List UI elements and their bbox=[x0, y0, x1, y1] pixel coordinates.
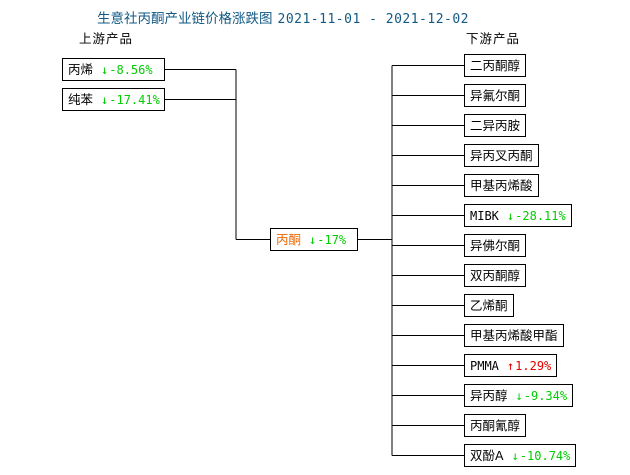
node-label: 二异丙胺 bbox=[470, 117, 521, 133]
title-main: 生意社丙酮产业链价格涨跌图 bbox=[97, 11, 273, 27]
downstream-node-6[interactable]: 异佛尔酮 bbox=[464, 234, 527, 257]
node-change-value: ↓-10.74% bbox=[511, 448, 571, 463]
downstream-node-10[interactable]: PMMA ↑1.29% bbox=[464, 354, 558, 377]
downstream-column-header: 下游产品 bbox=[466, 31, 521, 46]
arrow-down-icon: ↓ bbox=[101, 92, 109, 107]
node-change-value: ↓-9.34% bbox=[515, 388, 568, 403]
node-label: PMMA bbox=[470, 358, 499, 373]
title-date-range: 2021-11-01 - 2021-12-02 bbox=[277, 12, 470, 27]
arrow-down-icon: ↓ bbox=[506, 208, 515, 223]
upstream-column-header: 上游产品 bbox=[79, 31, 134, 46]
node-label: 乙烯酮 bbox=[470, 297, 508, 313]
page-title: 生意社丙酮产业链价格涨跌图 2021-11-01 - 2021-12-02 bbox=[97, 7, 469, 27]
node-label: 双酚A bbox=[470, 447, 504, 463]
center-node-acetone[interactable]: 丙酮 ↓-17% bbox=[270, 228, 358, 251]
upstream-node-0[interactable]: 丙烯 ↓-8.56% bbox=[62, 58, 165, 81]
node-change-value: ↓-17.41% bbox=[101, 92, 160, 107]
node-label: 异佛尔酮 bbox=[470, 237, 521, 253]
downstream-node-7[interactable]: 双丙酮醇 bbox=[464, 264, 527, 287]
node-label: 异丙叉丙酮 bbox=[470, 147, 533, 163]
node-label: 丙酮氰醇 bbox=[470, 417, 521, 433]
node-label: MIBK bbox=[470, 208, 499, 223]
downstream-node-11[interactable]: 异丙醇 ↓-9.34% bbox=[464, 384, 574, 407]
node-change-value: ↓-17% bbox=[309, 232, 347, 247]
node-change-value: ↓-28.11% bbox=[506, 208, 566, 223]
node-label: 丙烯 bbox=[68, 61, 94, 77]
downstream-node-12[interactable]: 丙酮氰醇 bbox=[464, 414, 527, 437]
node-label: 甲基丙烯酸甲酯 bbox=[470, 327, 558, 343]
node-change-value: ↓-8.56% bbox=[101, 62, 153, 77]
arrow-down-icon: ↓ bbox=[515, 388, 523, 403]
arrow-down-icon: ↓ bbox=[309, 232, 317, 247]
arrow-down-icon: ↓ bbox=[101, 62, 109, 77]
downstream-node-2[interactable]: 二异丙胺 bbox=[464, 114, 527, 137]
node-label: 二丙酮醇 bbox=[470, 57, 521, 73]
downstream-node-1[interactable]: 异氟尔酮 bbox=[464, 84, 527, 107]
downstream-node-4[interactable]: 甲基丙烯酸 bbox=[464, 174, 539, 197]
node-label: 纯苯 bbox=[68, 91, 94, 107]
downstream-node-5[interactable]: MIBK ↓-28.11% bbox=[464, 204, 572, 227]
node-change-value: ↑1.29% bbox=[506, 358, 552, 373]
downstream-node-13[interactable]: 双酚A ↓-10.74% bbox=[464, 444, 577, 467]
node-label: 异丙醇 bbox=[470, 387, 508, 403]
upstream-node-1[interactable]: 纯苯 ↓-17.41% bbox=[62, 88, 165, 111]
node-label: 甲基丙烯酸 bbox=[470, 177, 533, 193]
downstream-node-8[interactable]: 乙烯酮 bbox=[464, 294, 514, 317]
node-label: 双丙酮醇 bbox=[470, 267, 521, 283]
arrow-down-icon: ↓ bbox=[511, 448, 519, 463]
node-label: 异氟尔酮 bbox=[470, 87, 521, 103]
arrow-up-icon: ↑ bbox=[506, 358, 515, 373]
downstream-node-9[interactable]: 甲基丙烯酸甲酯 bbox=[464, 324, 564, 347]
node-label: 丙酮 bbox=[276, 231, 302, 247]
downstream-node-3[interactable]: 异丙叉丙酮 bbox=[464, 144, 539, 167]
downstream-node-0[interactable]: 二丙酮醇 bbox=[464, 54, 527, 77]
